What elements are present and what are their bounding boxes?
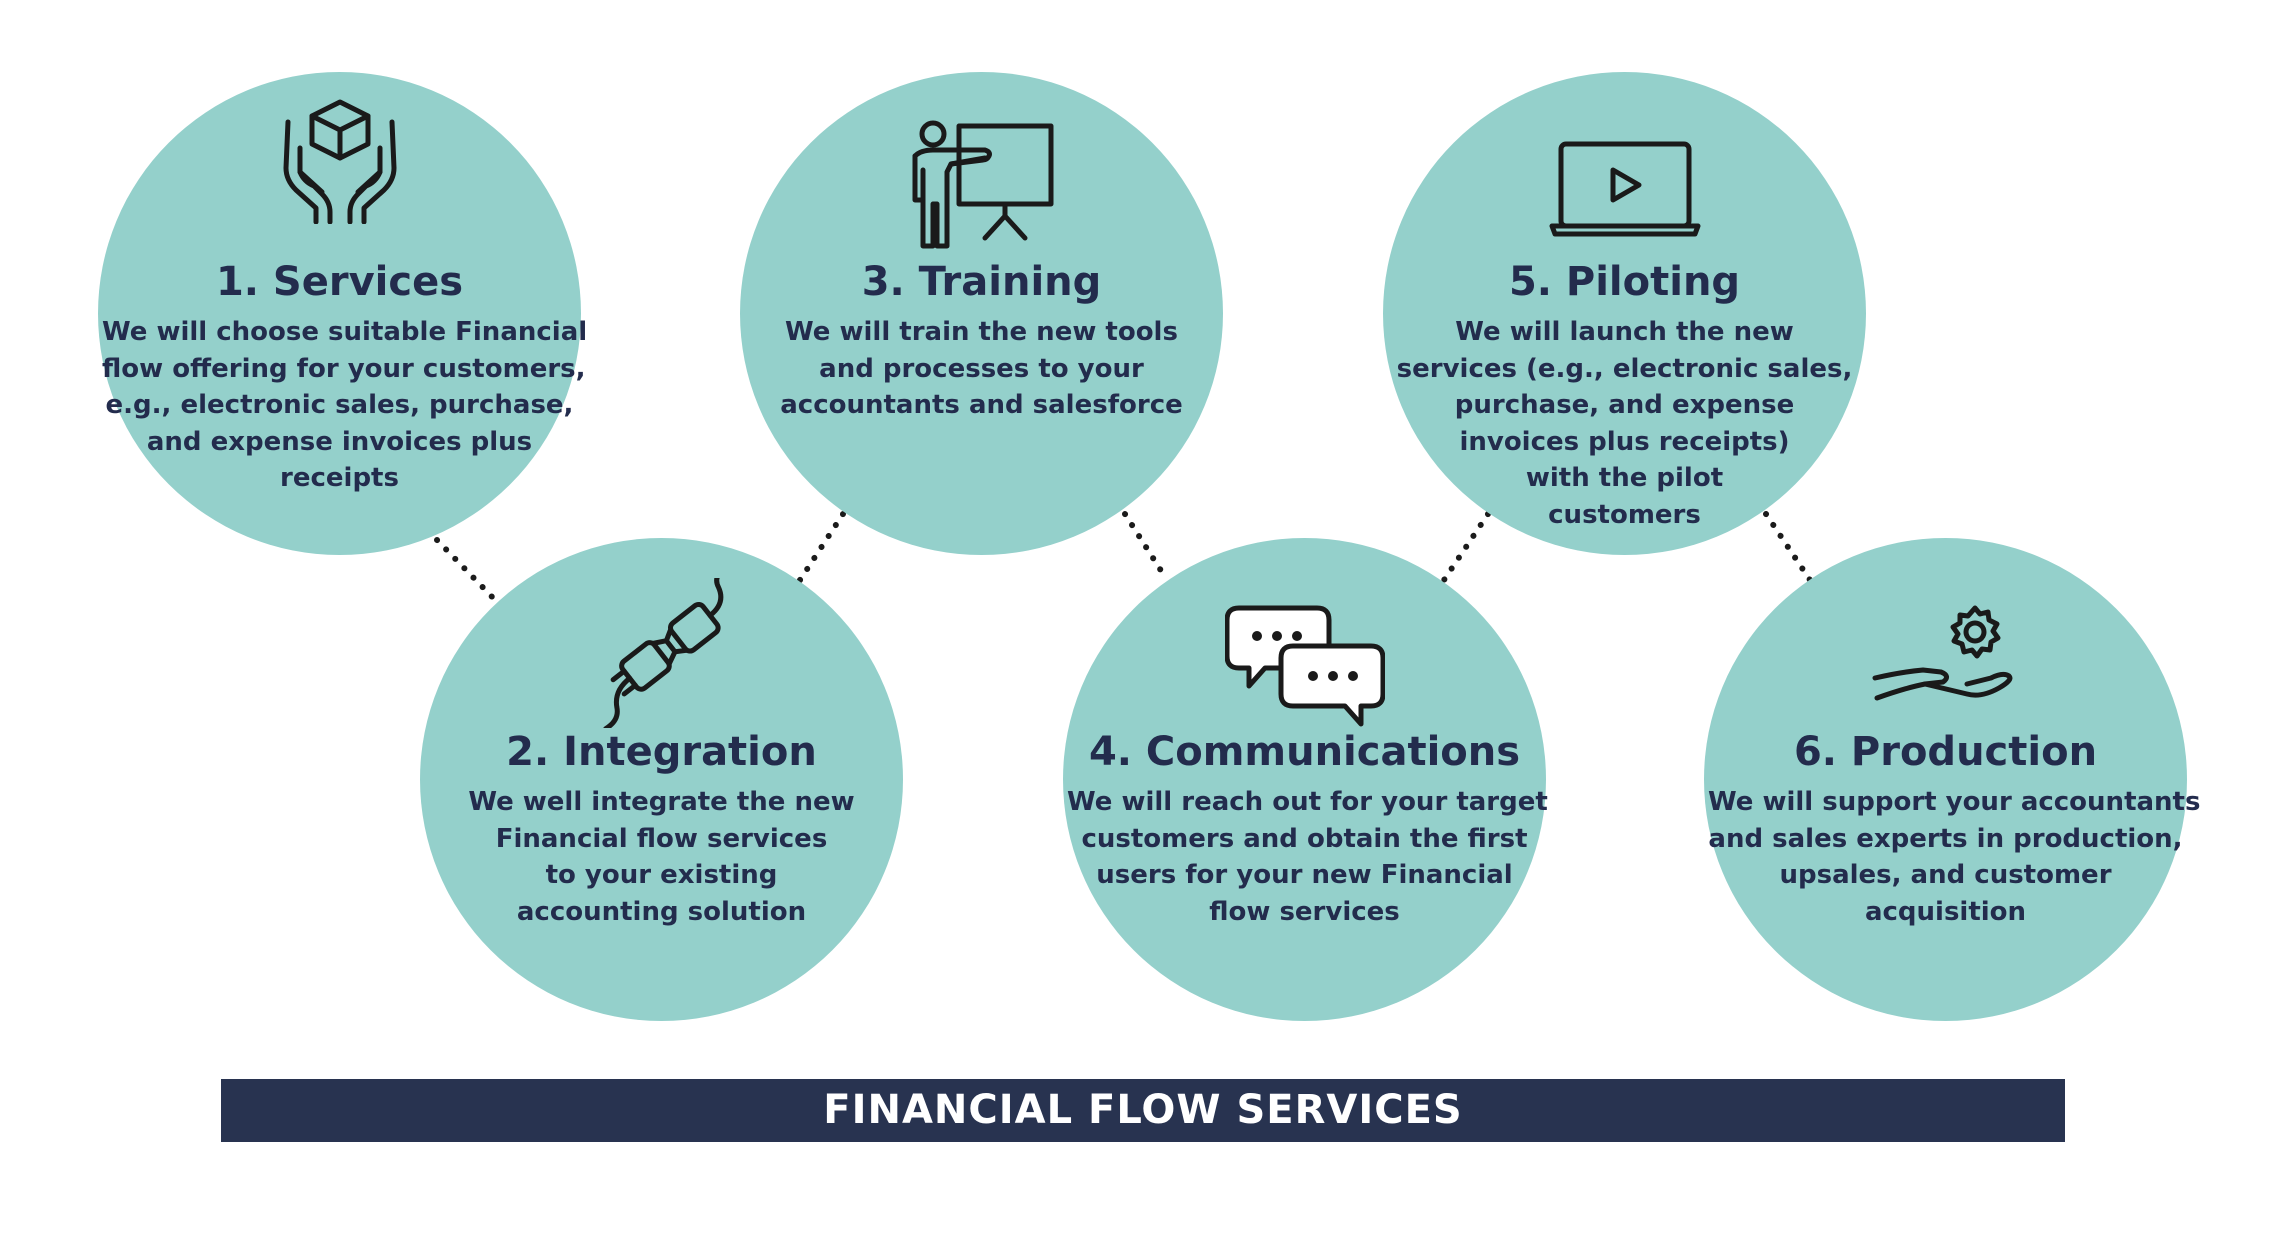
desc-line: accountants and salesforce bbox=[780, 390, 1183, 420]
desc-line: We will reach out for your target bbox=[1067, 787, 1548, 817]
step-3-training: 3. Training We will train the new tools … bbox=[740, 72, 1223, 555]
desc-line: flow services bbox=[1209, 896, 1400, 927]
desc-line: customers and obtain the first bbox=[1081, 823, 1528, 854]
step-description: We will support your accountants and sal… bbox=[1704, 784, 2201, 930]
hands-box-icon bbox=[283, 99, 396, 224]
plug-connector-icon bbox=[602, 578, 728, 728]
desc-line: flow offering for your customers, bbox=[102, 353, 586, 384]
desc-line: users for your new Financial bbox=[1096, 860, 1513, 890]
desc-line: acquisition bbox=[1864, 896, 2027, 927]
step-2-integration: 2. Integration We well integrate the new… bbox=[420, 538, 903, 1021]
desc-line: invoices plus receipts) bbox=[1459, 426, 1790, 457]
chat-bubbles-icon bbox=[1224, 605, 1385, 727]
desc-line: purchase, and expense bbox=[1454, 390, 1795, 420]
step-title: 1. Services bbox=[215, 259, 464, 305]
desc-line: to your existing bbox=[545, 860, 778, 890]
step-description: We will launch the new services (e.g., e… bbox=[1383, 314, 1866, 533]
step-title: 5. Piloting bbox=[1508, 259, 1741, 305]
laptop-play-icon bbox=[1549, 141, 1700, 237]
step-title: 6. Production bbox=[1793, 729, 2098, 775]
desc-line: services (e.g., electronic sales, bbox=[1396, 353, 1853, 384]
desc-line: and expense invoices plus bbox=[146, 426, 533, 457]
step-1-services: 1. Services We will choose suitable Fina… bbox=[98, 72, 588, 555]
connector-2-3 bbox=[797, 511, 846, 583]
desc-line: customers bbox=[1548, 499, 1701, 530]
step-description: We well integrate the new Financial flow… bbox=[420, 784, 903, 930]
desc-line: We will launch the new bbox=[1455, 317, 1794, 347]
hand-gear-icon bbox=[1872, 605, 2012, 701]
desc-line: receipts bbox=[280, 463, 399, 493]
step-5-piloting: 5. Piloting We will launch the new servi… bbox=[1383, 72, 1866, 555]
desc-line: and processes to your bbox=[819, 353, 1144, 384]
desc-line: We will support your accountants bbox=[1708, 787, 2201, 817]
desc-line: with the pilot bbox=[1525, 463, 1724, 493]
step-title: 2. Integration bbox=[506, 729, 817, 775]
desc-line: We will train the new tools bbox=[785, 317, 1178, 347]
desc-line: We well integrate the new bbox=[468, 787, 855, 817]
desc-line: e.g., electronic sales, purchase, bbox=[105, 390, 574, 420]
presenter-board-icon bbox=[912, 120, 1053, 249]
step-6-production: 6. Production We will support your accou… bbox=[1704, 538, 2201, 1021]
connector-3-4 bbox=[1122, 511, 1170, 583]
step-description: We will train the new tools and processe… bbox=[740, 314, 1223, 424]
step-description: We will reach out for your target custom… bbox=[1063, 784, 1548, 930]
footer-banner: FINANCIAL FLOW SERVICES bbox=[221, 1079, 2065, 1142]
desc-line: accounting solution bbox=[516, 896, 807, 927]
connector-1-2 bbox=[434, 537, 501, 606]
step-title: 3. Training bbox=[861, 259, 1102, 305]
desc-line: Financial flow services bbox=[495, 823, 828, 854]
step-title: 4. Communications bbox=[1088, 729, 1521, 775]
desc-line: and sales experts in production, bbox=[1708, 823, 2183, 854]
desc-line: upsales, and customer bbox=[1779, 860, 2112, 890]
step-4-communications: 4. Communications We will reach out for … bbox=[1063, 538, 1548, 1021]
desc-line: We will choose suitable Financial bbox=[102, 317, 588, 347]
step-description: We will choose suitable Financial flow o… bbox=[98, 314, 588, 497]
